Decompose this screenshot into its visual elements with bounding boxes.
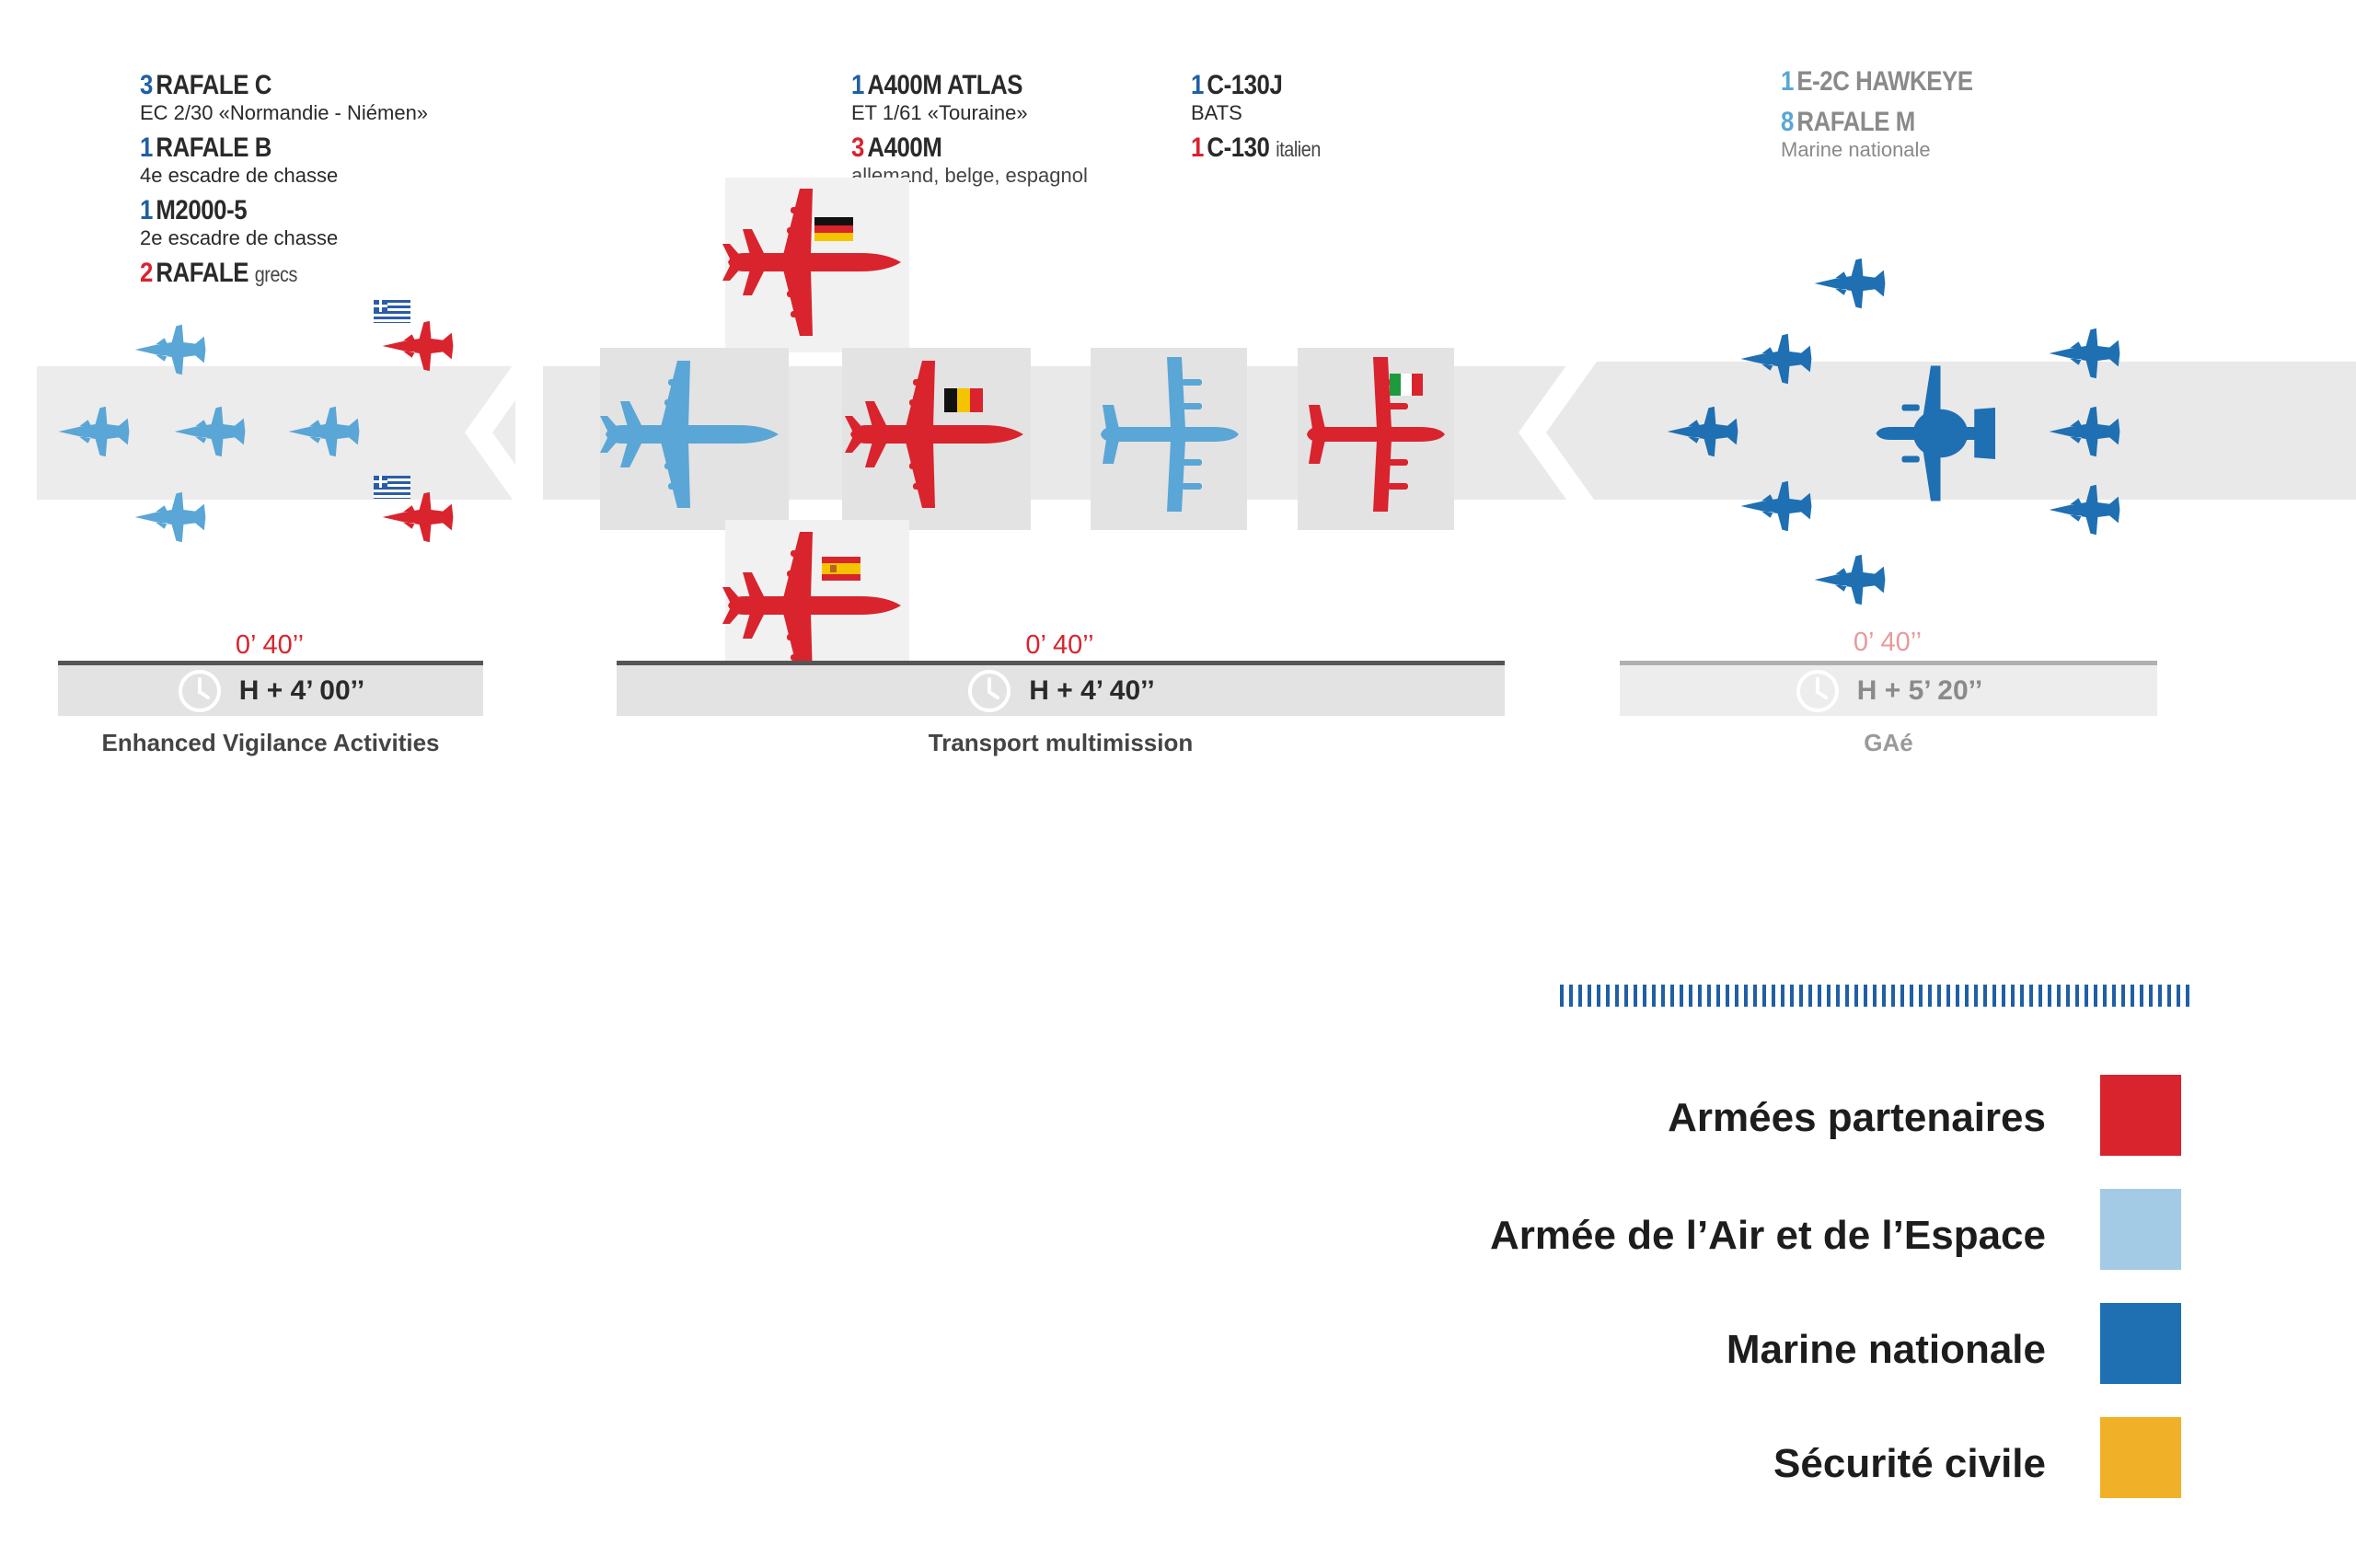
legend-label-navy: Marine nationale (1726, 1327, 2046, 1372)
gae-count-2: 8 (1781, 107, 1794, 137)
legend-swatch-navy (2100, 1303, 2181, 1384)
transport-time-bar: H + 4’ 40’’ (617, 665, 1505, 716)
gae-name-2: RAFALE M (1796, 107, 1915, 137)
eva-name-2: RAFALE B (156, 133, 271, 163)
gae-sub-2: Marine nationale (1781, 138, 1931, 161)
transport-sub-1: ET 1/61 «Touraine» (851, 101, 1028, 124)
c130j-french (1093, 352, 1241, 517)
eva-suffix-4: grecs (254, 262, 298, 286)
transport-name-2: A400M (867, 133, 942, 163)
eva-count-4: 2 (140, 258, 153, 288)
rafale-m-jet (1666, 402, 1739, 461)
eva-count-3: 1 (140, 195, 153, 225)
germany-flag-icon (814, 217, 853, 241)
clock-icon (1795, 668, 1841, 714)
a400m-atlas-french (600, 352, 784, 517)
rafale-jet (173, 402, 247, 461)
spain-flag-icon (822, 557, 860, 581)
rafale-jet (133, 320, 207, 379)
rafale-m-jet (1813, 550, 1887, 609)
belgium-flag-icon (944, 388, 983, 412)
eva-time-bar: H + 4’ 00’’ (58, 665, 483, 716)
transport-count-2: 3 (851, 133, 864, 163)
legend-swatch-partner (2100, 1075, 2181, 1156)
rafale-m-jet (1739, 329, 1813, 388)
transport-count-3: 1 (1191, 70, 1204, 100)
legend-swatch-air-force (2100, 1189, 2181, 1270)
chevron-left-arrow-2 (1519, 362, 1597, 503)
a400m-german (722, 179, 907, 345)
transport-duration: 0’ 40’’ (1025, 630, 1094, 660)
transport-name-4: C-130 (1207, 133, 1270, 163)
transport-time: H + 4’ 40’’ (1029, 674, 1155, 706)
transport-count-1: 1 (851, 70, 864, 100)
eva-sub-1: EC 2/30 «Normandie - Niémen» (140, 101, 429, 124)
clock-icon (177, 668, 223, 714)
legend-swatch-civil (2100, 1417, 2181, 1498)
mirage-jet (287, 402, 361, 461)
legend-label-air-force: Armée de l’Air et de l’Espace (1489, 1213, 2046, 1258)
e2c-hawkeye (1873, 361, 2002, 506)
rafale-jet (133, 488, 207, 547)
rafale-jet (57, 402, 131, 461)
eva-group-label: Enhanced Vigilance Activities (101, 729, 440, 756)
transport-time-line (617, 661, 1505, 665)
transport-group-label: Transport multimission (928, 729, 1194, 756)
a400m-belgian (845, 352, 1029, 517)
eva-time-line (58, 661, 483, 665)
transport-name-3: C-130J (1207, 70, 1283, 100)
eva-time: H + 4’ 00’’ (238, 674, 365, 706)
greece-flag-icon (374, 300, 410, 323)
gae-time: H + 5’ 20’’ (1856, 674, 1983, 706)
rafale-m-jet (1813, 254, 1887, 313)
legend-label-civil: Sécurité civile (1773, 1441, 2046, 1486)
italy-flag-icon (1390, 374, 1423, 396)
transport-sub-2: allemand, belge, espagnol (851, 164, 1088, 187)
transport-suffix-4: italien (1276, 137, 1321, 161)
c130-italian (1299, 352, 1447, 517)
clock-icon (966, 668, 1012, 714)
gae-count-1: 1 (1781, 66, 1794, 97)
rafale-m-jet (2048, 324, 2121, 383)
eva-name-3: M2000-5 (156, 195, 248, 225)
rafale-m-jet (2048, 402, 2121, 461)
transport-sub-3: BATS (1191, 101, 1242, 124)
chevron-left-arrow-1 (465, 362, 543, 503)
eva-sub-3: 2e escadre de chasse (140, 226, 339, 249)
eva-sub-2: 4e escadre de chasse (140, 164, 339, 187)
greek-rafale-jet (381, 317, 455, 375)
eva-name-1: RAFALE C (156, 70, 271, 100)
gae-time-line (1620, 661, 2157, 665)
legend-label-partner: Armées partenaires (1668, 1095, 2046, 1140)
gae-duration: 0’ 40’’ (1853, 628, 1923, 657)
legend-divider-ticks (1560, 985, 2189, 1007)
rafale-m-jet (1739, 477, 1813, 536)
eva-duration: 0’ 40’’ (235, 630, 305, 660)
rafale-m-jet (2048, 480, 2121, 539)
eva-count-1: 3 (140, 70, 153, 100)
gae-name-1: E-2C HAWKEYE (1796, 66, 1973, 97)
gae-time-bar: H + 5’ 20’’ (1620, 665, 2157, 716)
greece-flag-icon (374, 476, 410, 499)
transport-name-1: A400M ATLAS (867, 70, 1023, 100)
eva-count-2: 1 (140, 133, 153, 163)
gae-group-label: GAé (1864, 729, 1913, 756)
eva-name-4: RAFALE (156, 258, 248, 288)
transport-count-4: 1 (1191, 133, 1204, 163)
